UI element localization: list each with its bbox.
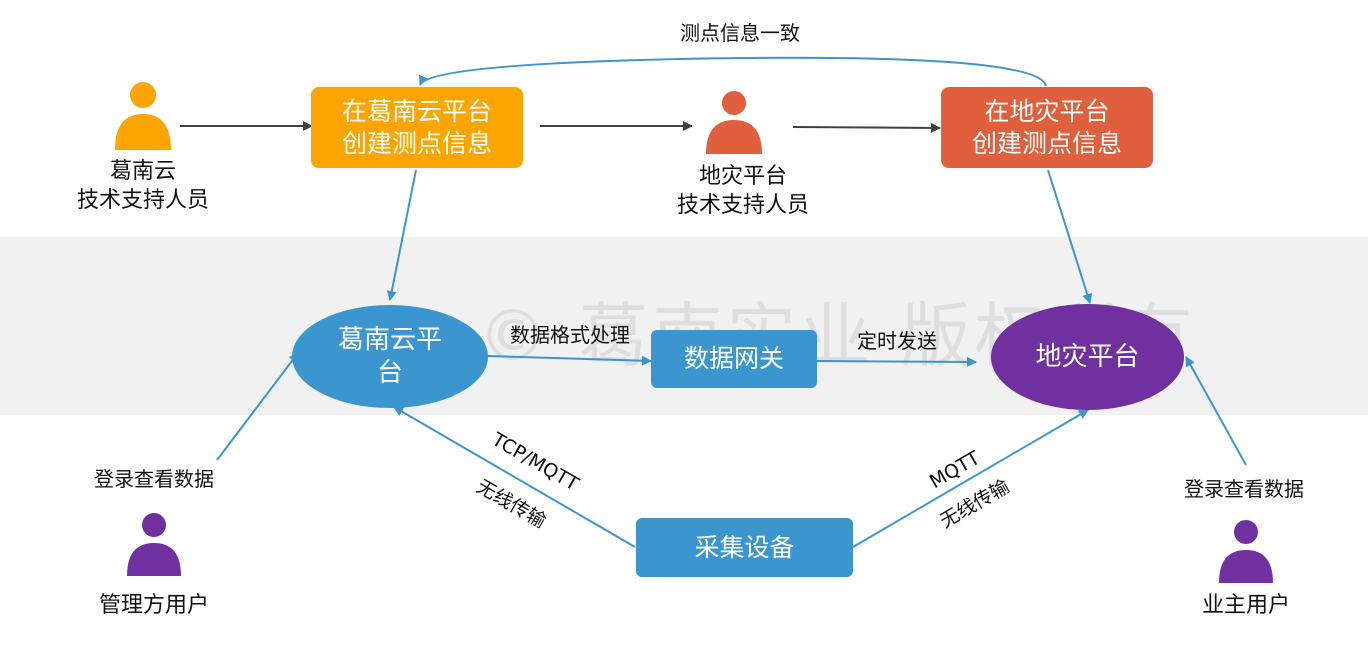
login-view-right-label: 登录查看数据	[1184, 477, 1304, 501]
arrow-genan-create-to-platform	[386, 169, 417, 301]
collector-node: 采集设备	[636, 518, 853, 577]
genan-create-label: 在葛南云平台 创建测点信息	[341, 97, 492, 158]
consistency-label: 测点信息一致	[680, 21, 800, 45]
owner-user-person-icon	[1219, 520, 1273, 583]
admin-user-label: 管理方用户	[98, 593, 209, 618]
arrow-collector-to-disaster	[852, 409, 1089, 548]
arrow-disaster-create-to-platform	[1047, 169, 1093, 304]
disaster-platform-node: 地灾平台	[991, 304, 1184, 410]
owner-user-label: 业主用户	[1201, 593, 1290, 618]
arrow-gateway-to-disaster	[816, 356, 977, 367]
arrow-admin-to-genan	[216, 352, 299, 461]
scheduled-send-label: 定时发送	[857, 329, 937, 353]
arrow-disaster-support-to-disaster-create	[792, 122, 941, 133]
disaster-platform-label: 地灾平台	[1035, 341, 1140, 372]
admin-user-person-icon	[127, 513, 181, 576]
genan-create-node: 在葛南云平台 创建测点信息	[311, 87, 523, 168]
disaster-support-label: 地灾平台 技术支持人员	[676, 164, 809, 218]
format-processing-label: 数据格式处理	[510, 323, 630, 347]
arrow-collector-to-genan	[393, 406, 636, 548]
genan-platform-label: 葛南云平 台	[337, 325, 442, 388]
arrow-owner-to-disaster	[1185, 356, 1247, 466]
arrow-platform-to-gateway	[487, 355, 652, 366]
genan-support-label: 葛南云 技术支持人员	[76, 159, 209, 213]
login-view-left-label: 登录查看数据	[94, 467, 214, 491]
data-gateway-node: 数据网关	[651, 330, 817, 388]
genan-platform-node: 葛南云平 台	[292, 305, 488, 408]
collector-label: 采集设备	[694, 532, 795, 562]
disaster-support-person-icon	[706, 91, 762, 154]
disaster-create-node: 在地灾平台 创建测点信息	[941, 87, 1153, 168]
arrow-consistency	[419, 56, 1047, 87]
data-gateway-label: 数据网关	[683, 344, 784, 374]
genan-support-person-icon	[115, 82, 171, 150]
disaster-create-label: 在地灾平台 创建测点信息	[971, 97, 1122, 158]
